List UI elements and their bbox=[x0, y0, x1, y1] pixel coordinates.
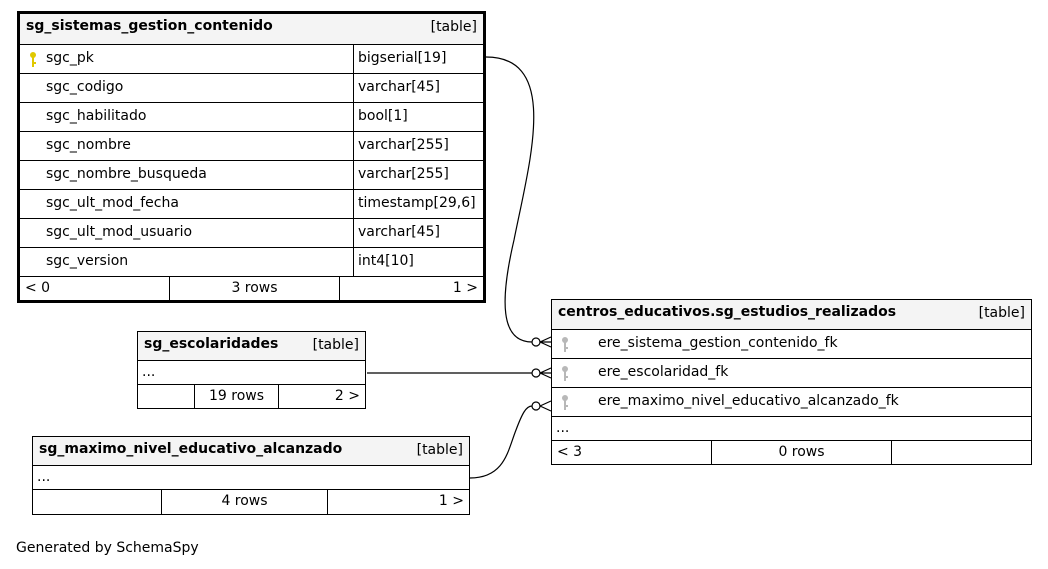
footer-parents[interactable]: < 0 bbox=[25, 280, 51, 296]
column-divider bbox=[353, 161, 354, 189]
generated-by-label: Generated by SchemaSpy bbox=[16, 540, 199, 556]
column-divider bbox=[353, 219, 354, 247]
column-divider bbox=[353, 132, 354, 160]
table-row[interactable]: ere_sistema_gestion_contenido_fk bbox=[552, 330, 1031, 359]
footer-children[interactable]: 1 > bbox=[438, 493, 464, 509]
table-row[interactable]: sgc_version int4[10] bbox=[20, 248, 483, 277]
table-header: sg_sistemas_gestion_contenido [table] bbox=[20, 14, 483, 45]
table-row[interactable]: sgc_codigo varchar[45] bbox=[20, 74, 483, 103]
table-row[interactable]: sgc_nombre varchar[255] bbox=[20, 132, 483, 161]
table-kind: [table] bbox=[312, 337, 359, 353]
column-divider bbox=[353, 103, 354, 131]
footer-row-count: 19 rows bbox=[208, 388, 265, 404]
primary-key-icon bbox=[30, 52, 36, 67]
edge-optional-marker bbox=[531, 337, 541, 347]
edge-sistemas-to-estudios bbox=[485, 56, 535, 343]
foreign-key-icon bbox=[562, 337, 568, 352]
column-name: ere_sistema_gestion_contenido_fk bbox=[598, 335, 838, 351]
table-row[interactable]: sgc_nombre_busqueda varchar[255] bbox=[20, 161, 483, 190]
column-name: sgc_nombre_busqueda bbox=[46, 166, 207, 182]
more-columns-ellipsis: ... bbox=[552, 417, 1031, 441]
column-name: sgc_version bbox=[46, 253, 129, 269]
column-divider bbox=[353, 74, 354, 102]
table-sg-estudios-realizados[interactable]: centros_educativos.sg_estudios_realizado… bbox=[551, 299, 1032, 465]
column-name: ere_escolaridad_fk bbox=[598, 364, 729, 380]
column-type: varchar[255] bbox=[358, 137, 449, 153]
column-type: varchar[45] bbox=[358, 79, 440, 95]
more-columns-ellipsis: ... bbox=[33, 466, 469, 490]
edge-maximo-to-estudios bbox=[469, 405, 533, 479]
table-header: centros_educativos.sg_estudios_realizado… bbox=[552, 300, 1031, 330]
column-name: sgc_habilitado bbox=[46, 108, 147, 124]
edge-optional-marker bbox=[531, 368, 541, 378]
column-name: ere_maximo_nivel_educativo_alcanzado_fk bbox=[598, 393, 899, 409]
footer-children[interactable]: 2 > bbox=[334, 388, 360, 404]
edge-optional-marker bbox=[531, 401, 541, 411]
table-row[interactable]: sgc_ult_mod_fecha timestamp[29,6] bbox=[20, 190, 483, 219]
table-kind: [table] bbox=[430, 19, 477, 35]
column-name: sgc_ult_mod_usuario bbox=[46, 224, 193, 240]
foreign-key-icon bbox=[562, 395, 568, 410]
column-divider bbox=[353, 190, 354, 218]
table-sg-sistemas-gestion-contenido[interactable]: sg_sistemas_gestion_contenido [table] sg… bbox=[17, 11, 486, 303]
table-sg-maximo-nivel-educativo-alcanzado[interactable]: sg_maximo_nivel_educativo_alcanzado [tab… bbox=[32, 436, 470, 515]
column-type: varchar[45] bbox=[358, 224, 440, 240]
table-footer: < 3 0 rows bbox=[552, 441, 1031, 464]
foreign-key-icon bbox=[562, 366, 568, 381]
table-name: centros_educativos.sg_estudios_realizado… bbox=[558, 304, 897, 320]
column-divider bbox=[353, 45, 354, 73]
ellipsis-text: ... bbox=[556, 420, 570, 436]
table-footer: 19 rows 2 > bbox=[138, 385, 365, 408]
table-row[interactable]: sgc_habilitado bool[1] bbox=[20, 103, 483, 132]
edge-crowfoot-marker bbox=[539, 367, 552, 379]
column-name: sgc_codigo bbox=[46, 79, 124, 95]
table-row[interactable]: sgc_pk bigserial[19] bbox=[20, 45, 483, 74]
table-name: sg_sistemas_gestion_contenido bbox=[26, 18, 273, 34]
table-footer: 4 rows 1 > bbox=[33, 490, 469, 514]
table-header: sg_maximo_nivel_educativo_alcanzado [tab… bbox=[33, 437, 469, 466]
column-type: bool[1] bbox=[358, 108, 408, 124]
table-footer: < 0 3 rows 1 > bbox=[20, 277, 483, 301]
table-header: sg_escolaridades [table] bbox=[138, 332, 365, 361]
column-divider bbox=[353, 248, 354, 276]
table-name: sg_escolaridades bbox=[144, 336, 279, 352]
table-row[interactable]: ere_escolaridad_fk bbox=[552, 359, 1031, 388]
footer-row-count: 4 rows bbox=[221, 493, 268, 509]
footer-children[interactable]: 1 > bbox=[452, 280, 478, 296]
table-name: sg_maximo_nivel_educativo_alcanzado bbox=[39, 441, 343, 457]
column-type: bigserial[19] bbox=[358, 50, 447, 66]
table-kind: [table] bbox=[416, 442, 463, 458]
edge-crowfoot-marker bbox=[539, 400, 552, 412]
edge-crowfoot-marker bbox=[539, 336, 552, 348]
ellipsis-text: ... bbox=[37, 469, 51, 485]
column-name: sgc_pk bbox=[46, 50, 94, 66]
footer-row-count: 3 rows bbox=[231, 280, 278, 296]
ellipsis-text: ... bbox=[142, 364, 156, 380]
column-type: timestamp[29,6] bbox=[358, 195, 476, 211]
table-row[interactable]: ere_maximo_nivel_educativo_alcanzado_fk bbox=[552, 388, 1031, 417]
table-row[interactable]: sgc_ult_mod_usuario varchar[45] bbox=[20, 219, 483, 248]
column-type: varchar[255] bbox=[358, 166, 449, 182]
column-name: sgc_nombre bbox=[46, 137, 131, 153]
table-kind: [table] bbox=[978, 305, 1025, 321]
table-sg-escolaridades[interactable]: sg_escolaridades [table] ... 19 rows 2 > bbox=[137, 331, 366, 409]
footer-row-count: 0 rows bbox=[778, 444, 825, 460]
more-columns-ellipsis: ... bbox=[138, 361, 365, 385]
footer-parents[interactable]: < 3 bbox=[557, 444, 583, 460]
column-type: int4[10] bbox=[358, 253, 414, 269]
column-name: sgc_ult_mod_fecha bbox=[46, 195, 179, 211]
